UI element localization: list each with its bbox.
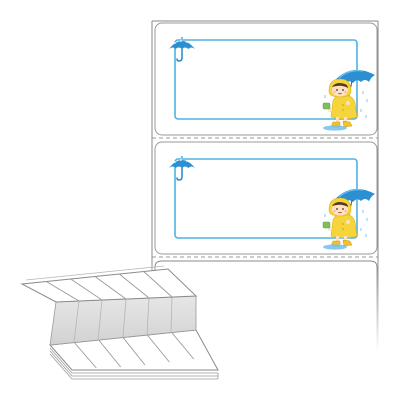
label-3-partial <box>154 260 378 352</box>
top-sheet-dividers <box>46 271 173 302</box>
fanfold-label-stack <box>20 265 219 380</box>
label-2 <box>155 142 377 254</box>
folded-dividers <box>73 296 173 343</box>
bottom-sheet-dividers <box>73 332 195 369</box>
sheet-right-fade <box>377 260 379 350</box>
label-1 <box>155 23 377 135</box>
back-sheet-edge <box>25 265 165 281</box>
top-sheet <box>20 268 198 303</box>
stack-edges <box>49 347 219 380</box>
